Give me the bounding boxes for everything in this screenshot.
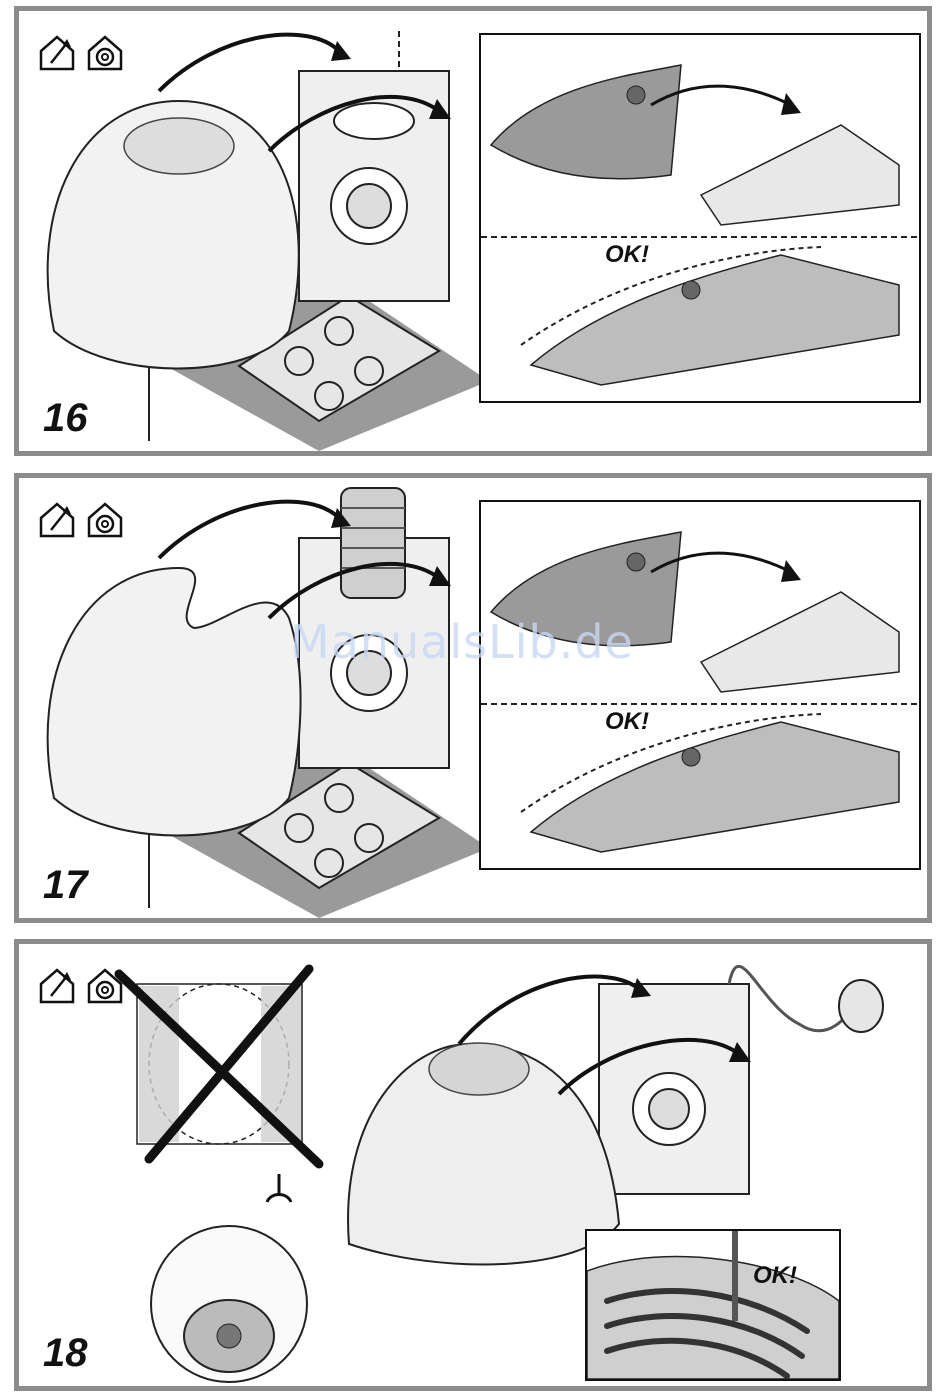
step-number: 17 <box>43 863 88 908</box>
step-17-detail-drawing <box>481 502 919 868</box>
step-number: 16 <box>43 396 88 441</box>
ok-label: OK! <box>605 241 649 269</box>
step-16-detail-inset <box>479 33 921 403</box>
ducted-mode-icon <box>37 33 77 73</box>
ok-label: OK! <box>605 708 649 736</box>
step-number: 18 <box>43 1331 88 1376</box>
step-16-panel: OK! 16 <box>14 6 932 456</box>
watermark: ManualsLib.de <box>290 615 634 669</box>
step-18-panel: OK! 18 <box>14 939 932 1391</box>
ok-label: OK! <box>753 1262 797 1290</box>
step-16-detail-drawing <box>481 35 919 401</box>
recirculation-mode-icon <box>85 966 125 1006</box>
step-18-detail-inset <box>585 1229 841 1381</box>
ducted-mode-icon <box>37 966 77 1006</box>
ducted-mode-icon <box>37 500 77 540</box>
step-17-detail-inset <box>479 500 921 870</box>
recirculation-mode-icon <box>85 500 125 540</box>
recirculation-mode-icon <box>85 33 125 73</box>
step-18-detail-drawing <box>587 1231 839 1379</box>
step-17-panel: OK! 17 <box>14 473 932 923</box>
